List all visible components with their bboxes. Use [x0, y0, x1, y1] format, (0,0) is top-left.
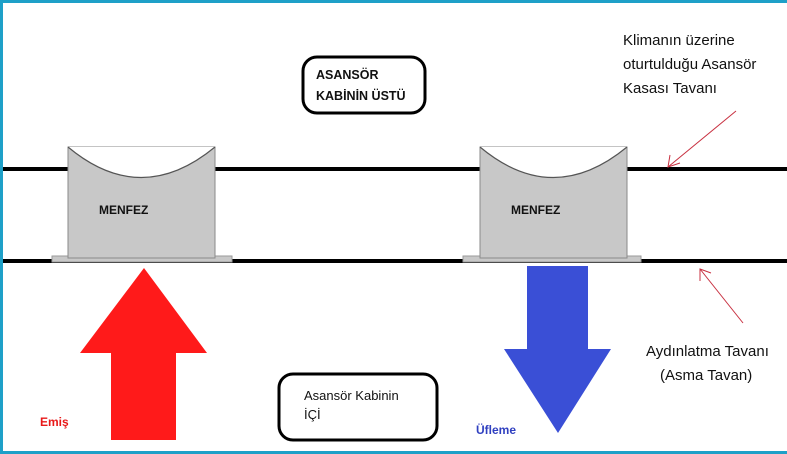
leader-line-top — [667, 110, 737, 168]
cabin-top-line1: ASANSÖR — [316, 67, 379, 82]
cabin-inside-line1: Asansör Kabinin — [304, 388, 399, 403]
vent-left-label: MENFEZ — [99, 203, 148, 217]
annotation-bottom-line1: Aydınlatma Tavanı — [646, 343, 769, 360]
leader-arrowhead-bottom — [699, 268, 712, 281]
intake-arrow — [80, 268, 207, 440]
blow-label: Üfleme — [476, 422, 516, 437]
leader-line-bottom — [699, 268, 744, 324]
vent-right: MENFEZ — [462, 146, 642, 263]
cabin-top-line2: KABİNİN ÜSTÜ — [316, 88, 406, 103]
annotation-bottom-line2: (Asma Tavan) — [660, 367, 752, 384]
cabin-inside-box: Asansör Kabinin İÇİ — [277, 372, 439, 442]
cabin-inside-line2: İÇİ — [304, 407, 321, 422]
cabin-top-box: ASANSÖR KABİNİN ÜSTÜ — [301, 55, 427, 115]
annotation-top-line3: Kasası Tavanı — [623, 80, 717, 97]
vent-left: MENFEZ — [51, 146, 233, 263]
annotation-top-line2: oturtulduğu Asansör — [623, 56, 756, 73]
annotation-top-line1: Klimanın üzerine — [623, 32, 735, 49]
vent-right-label: MENFEZ — [511, 203, 560, 217]
intake-label: Emiş — [40, 415, 69, 429]
leader-arrowhead-top — [667, 154, 681, 168]
blow-arrow — [504, 266, 611, 433]
ventilation-diagram: MENFEZ MENFEZ ASANSÖR KABİNİN ÜSTÜ Asans… — [3, 32, 787, 442]
